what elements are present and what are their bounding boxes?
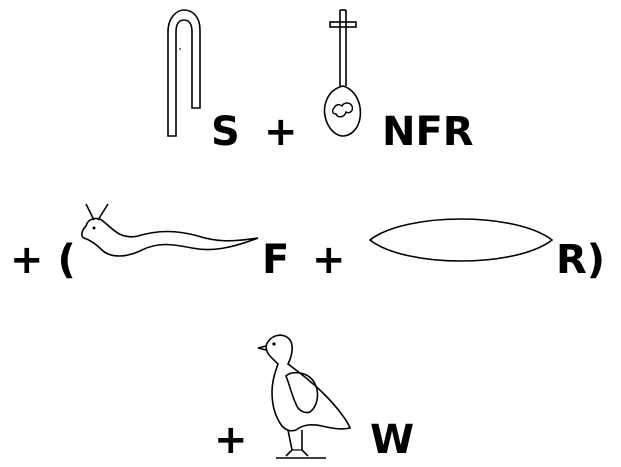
mouth-hieroglyph-icon (366, 208, 556, 274)
plus-sign: + (264, 109, 298, 155)
f-label: F (262, 237, 290, 283)
plus-sign: + (312, 237, 346, 283)
horned-viper-hieroglyph-icon (72, 200, 262, 266)
s-label: S (211, 109, 240, 155)
nfr-label: NFR (382, 109, 474, 155)
heart-windpipe-hieroglyph-icon (318, 8, 368, 144)
open-plus-paren: + ( (10, 237, 76, 283)
quail-chick-hieroglyph-icon (252, 326, 362, 466)
w-label: W (370, 417, 415, 463)
r-close-label: R) (556, 237, 606, 283)
plus-sign: + (214, 417, 248, 463)
folded-cloth-hieroglyph-icon (156, 8, 206, 148)
